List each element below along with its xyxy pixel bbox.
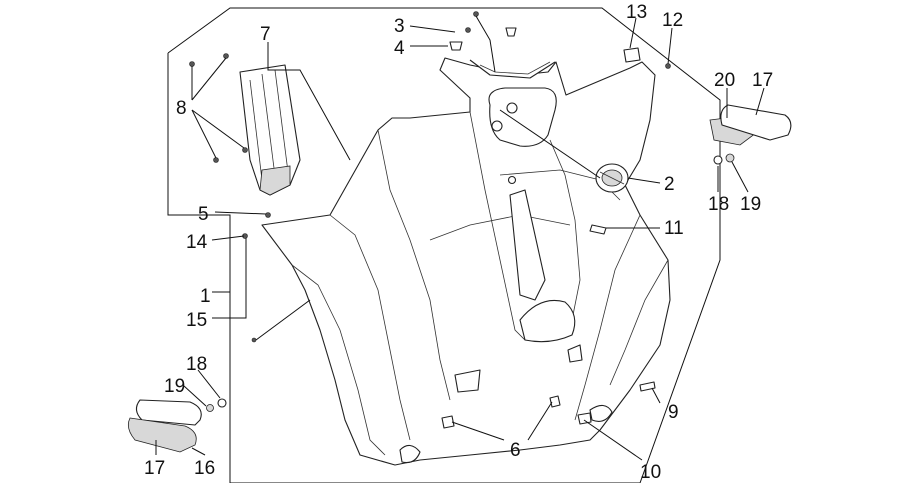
part-7-handle xyxy=(239,64,301,196)
callout-15: 15 xyxy=(186,310,207,331)
callout-13: 13 xyxy=(626,2,647,23)
callout-9: 9 xyxy=(668,402,679,423)
part-20-pad-right xyxy=(709,104,792,165)
callout-11: 11 xyxy=(664,218,684,239)
callout-14: 14 xyxy=(186,232,208,253)
callout-6: 6 xyxy=(510,440,521,461)
callout-3: 3 xyxy=(394,16,405,37)
callout-1: 1 xyxy=(200,286,211,307)
callout-5: 5 xyxy=(198,204,209,225)
leader-lines xyxy=(155,15,765,461)
callout-18-right: 18 xyxy=(708,194,729,215)
assembly-outline xyxy=(167,7,721,483)
callout-12: 12 xyxy=(662,10,683,31)
callout-7: 7 xyxy=(260,24,271,45)
callout-17-left: 17 xyxy=(144,458,165,479)
inner-shield-panel xyxy=(251,57,671,466)
callout-19-left: 19 xyxy=(164,376,185,397)
callout-labels: 1 2 3 4 5 6 7 8 9 10 11 12 13 14 15 16 1… xyxy=(144,2,773,483)
callout-10: 10 xyxy=(640,462,661,483)
part-16-pad-left xyxy=(127,398,227,453)
fasteners xyxy=(189,11,671,429)
part-2-fuel-cap xyxy=(595,163,629,193)
callout-8: 8 xyxy=(176,98,187,119)
callout-20: 20 xyxy=(714,70,735,91)
callout-4: 4 xyxy=(394,38,405,59)
callout-2: 2 xyxy=(664,174,675,195)
callout-16: 16 xyxy=(194,458,215,479)
callout-17-right: 17 xyxy=(752,70,773,91)
callout-18-left: 18 xyxy=(186,354,207,375)
callout-19-right: 19 xyxy=(740,194,761,215)
